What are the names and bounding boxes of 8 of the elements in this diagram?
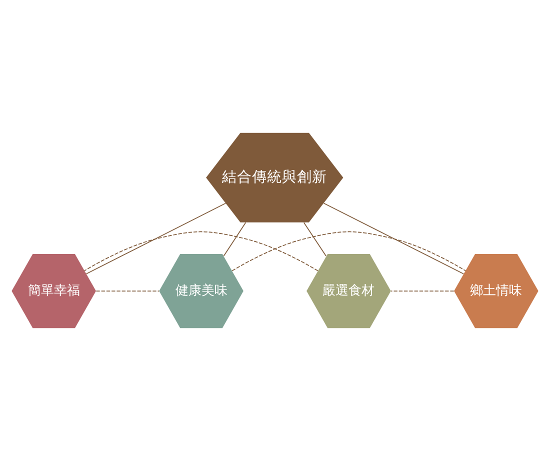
connector <box>232 230 466 271</box>
connector <box>303 222 326 256</box>
connector <box>390 290 454 291</box>
connector <box>84 230 318 271</box>
connector <box>323 202 464 274</box>
connector <box>96 290 160 291</box>
connector <box>223 222 246 256</box>
connector <box>86 202 226 274</box>
